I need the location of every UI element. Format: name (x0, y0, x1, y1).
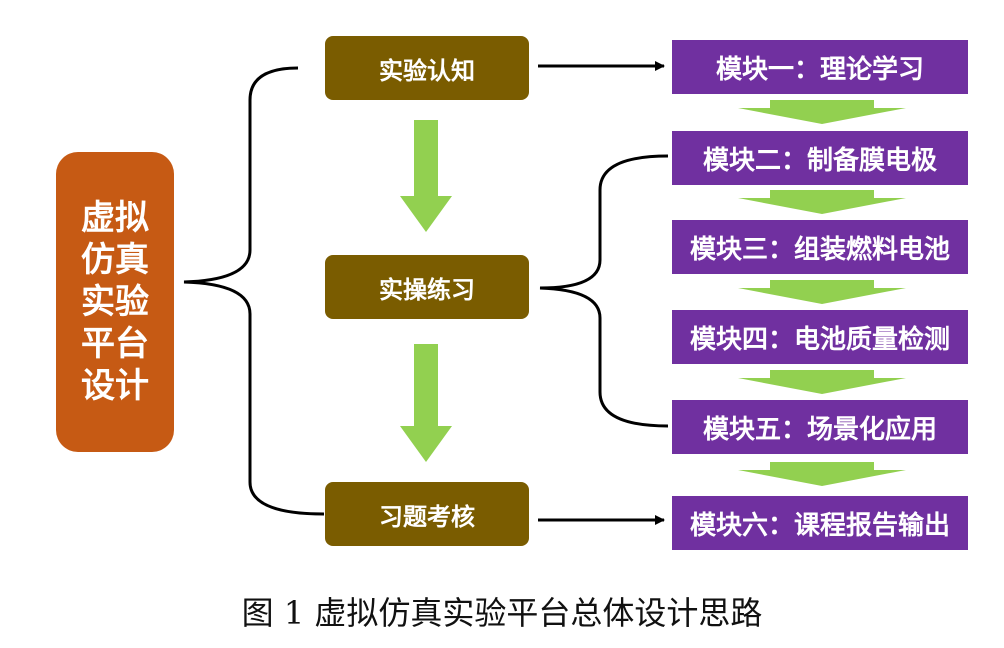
module-label: 模块五：场景化应用 (702, 414, 937, 445)
green-arrow-module-1-2 (738, 190, 906, 214)
green-arrow-module-0-1 (738, 100, 906, 124)
green-arrow-module-3-4 (738, 370, 906, 394)
green-arrow-module-2-3 (738, 280, 906, 304)
stage-node-cognition: 实验认知 (325, 36, 529, 100)
root-label: 虚拟仿真实验平台设计 (81, 198, 149, 406)
stage-node-practice: 实操练习 (325, 255, 529, 319)
stage-node-assessment: 习题考核 (325, 482, 529, 546)
green-arrow-stage-0-1 (400, 120, 452, 232)
module-node-3: 模块三：组装燃料电池 (672, 220, 968, 274)
module-node-5: 模块五：场景化应用 (672, 400, 968, 454)
module-node-4: 模块四：电池质量检测 (672, 310, 968, 364)
module-label: 模块三：组装燃料电池 (689, 234, 950, 265)
module-label: 模块一：理论学习 (715, 54, 924, 85)
stage-label: 实验认知 (379, 56, 475, 85)
module-node-1: 模块一：理论学习 (672, 40, 968, 94)
module-node-2: 模块二：制备膜电极 (672, 131, 968, 185)
practice-brace (539, 154, 669, 428)
figure-caption: 图 1 虚拟仿真实验平台总体设计思路 (241, 594, 763, 632)
module-label: 模块二：制备膜电极 (702, 145, 937, 176)
module-label: 模块六：课程报告输出 (689, 510, 950, 541)
green-arrow-stage-1-2 (400, 344, 452, 462)
root-node: 虚拟仿真实验平台设计 (56, 152, 174, 452)
stage-label: 习题考核 (379, 502, 475, 531)
stage-label: 实操练习 (379, 275, 475, 304)
root-brace (183, 66, 325, 516)
module-node-6: 模块六：课程报告输出 (672, 496, 968, 550)
green-arrow-module-4-5 (738, 462, 906, 486)
module-label: 模块四：电池质量检测 (689, 324, 950, 355)
